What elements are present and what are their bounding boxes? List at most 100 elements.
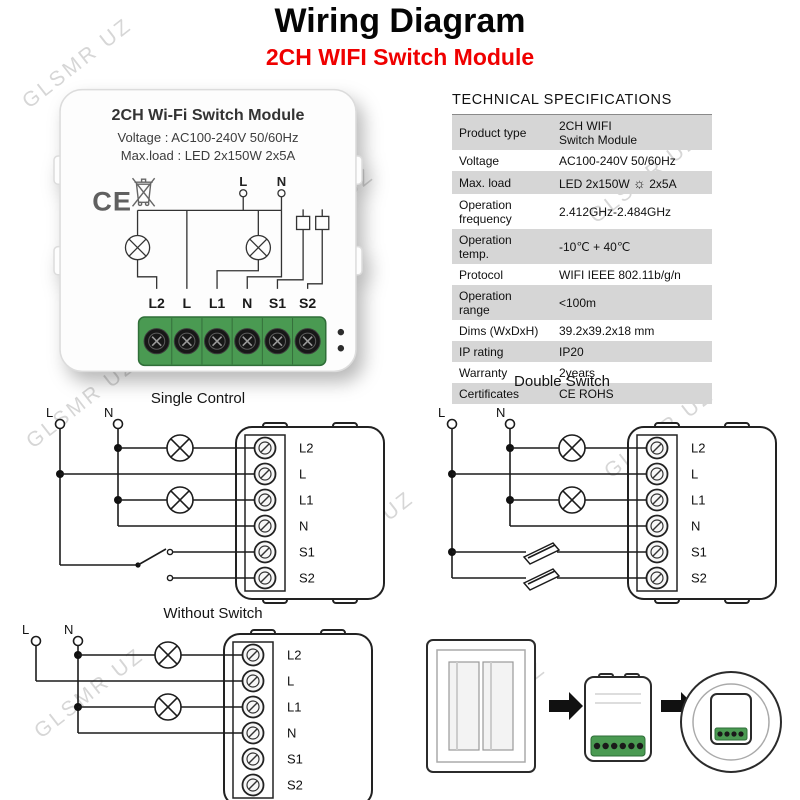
spec-label: Certificates: [459, 386, 520, 401]
spec-value: LED 2x150W ☼ 2x5A: [559, 174, 677, 191]
rocker-switch-icon: [522, 568, 561, 591]
spec-label: Voltage: [459, 153, 500, 168]
device-terminal-label: N: [242, 295, 252, 311]
specs-table: Product type 2CH WIFI Switch Module Volta…: [452, 114, 712, 404]
screw-terminal-icon: [203, 328, 231, 355]
device-terminal-label: L1: [209, 295, 226, 311]
spec-value: CE ROHS: [559, 386, 614, 401]
spec-value: AC100-240V 50/60Hz: [559, 153, 676, 168]
arrow-right-icon: [549, 692, 583, 720]
spec-label: Operation frequency: [459, 197, 512, 226]
device-max-load: Max.load : LED 2x150W 2x5A: [121, 148, 296, 163]
spec-row: Voltage AC100-240V 50/60Hz: [452, 150, 712, 171]
page-title: Wiring Diagram: [274, 2, 526, 40]
device-voltage: Voltage : AC100-240V 50/60Hz: [117, 130, 298, 145]
device-terminal-label: S2: [299, 295, 316, 311]
device-terminal-label: S1: [269, 295, 286, 311]
lamp-icon: [166, 434, 194, 462]
spec-row: Product type 2CH WIFI Switch Module: [452, 114, 712, 150]
specs-title: TECHNICAL SPECIFICATIONS: [452, 92, 672, 108]
rocker-button: [448, 661, 480, 751]
spec-value: WIFI IEEE 802.11b/g/n: [559, 267, 681, 282]
device-name: 2CH Wi-Fi Switch Module: [112, 106, 305, 124]
lamp-icon: [154, 693, 182, 721]
spec-row: Operation range <100m: [452, 285, 712, 320]
device-terminal-n-label: N: [277, 174, 286, 189]
round-box-illustration: [680, 671, 782, 773]
lamp-icon: [166, 486, 194, 514]
spec-label: Protocol: [459, 267, 504, 282]
section-label-single-control: Single Control: [150, 390, 246, 407]
spec-row: Operation temp. -10℃ + 40℃: [452, 229, 712, 264]
section-label-double-switch: Double Switch: [514, 373, 610, 390]
spec-label: Max. load: [459, 175, 512, 190]
spec-label: Product type: [459, 125, 527, 140]
wall-switch-illustration: [426, 639, 536, 773]
lamp-icon: [154, 641, 182, 669]
screw-terminal-icon: [234, 328, 261, 355]
switch-module: [235, 422, 385, 604]
section-label-without-switch: Without Switch: [163, 605, 263, 622]
screw-terminal-icon: [294, 328, 321, 355]
spec-row: IP rating IP20: [452, 341, 712, 362]
switch-module: [627, 422, 777, 604]
wire-terminal-node: [112, 418, 124, 430]
wire-terminal-node: [504, 418, 516, 430]
specs-panel: TECHNICAL SPECIFICATIONS Product type 2CH…: [452, 92, 712, 404]
wire-terminal-node: [72, 635, 84, 647]
spec-row: Dims (WxDxH) 39.2x39.2x18 mm: [452, 320, 712, 341]
spec-value: IP20: [559, 344, 584, 359]
wire-label-n: N: [496, 405, 505, 420]
wiring-diagram-without-switch: L N: [22, 622, 373, 800]
switch-module: [223, 629, 373, 800]
device-terminal-l-label: L: [239, 174, 247, 189]
spec-row: Max. load LED 2x150W ☼ 2x5A: [452, 171, 712, 194]
wire-label-n: N: [64, 622, 73, 637]
wire-label-l: L: [22, 622, 29, 637]
wire-label-n: N: [104, 405, 113, 420]
spec-row: Warranty 2years: [452, 362, 712, 383]
wire-terminal-node: [446, 418, 458, 430]
installation-illustration: [426, 639, 782, 773]
wire-label-l: L: [438, 405, 445, 420]
rocker-switch-icon: [522, 542, 561, 565]
spec-value: 39.2x39.2x18 mm: [559, 323, 655, 338]
lamp-icon: [558, 434, 586, 462]
mini-module-illustration: [584, 673, 652, 762]
wiring-diagram-double-switch: L N: [438, 405, 777, 604]
switch-icon: [60, 548, 174, 582]
screw-terminal-icon: [264, 328, 291, 355]
screw-terminal-icon: [143, 328, 170, 355]
wiring-diagram-single-control: L N: [46, 405, 385, 604]
spec-label: IP rating: [459, 344, 504, 359]
spec-value: 2.412GHz-2.484GHz: [559, 204, 672, 219]
spec-value: 2CH WIFI Switch Module: [559, 118, 638, 147]
ce-mark: CE: [92, 185, 132, 216]
brightness-icon: ☼: [633, 174, 646, 191]
rocker-button: [482, 661, 514, 751]
device-schematic: L N: [124, 174, 330, 289]
spec-value: -10℃ + 40℃: [559, 239, 631, 254]
wire-label-l: L: [46, 405, 53, 420]
spec-label: Operation range: [459, 288, 512, 317]
device-terminal-label: L2: [148, 295, 165, 311]
lamp-icon: [558, 486, 586, 514]
screw-terminal-icon: [173, 328, 200, 355]
spec-row: Certificates CE ROHS: [452, 383, 712, 404]
weee-icon: [131, 177, 156, 207]
spec-label: Dims (WxDxH): [459, 323, 539, 338]
spec-value: <100m: [559, 295, 597, 310]
product-image: 2CH Wi-Fi Switch Module Voltage : AC100-…: [52, 86, 364, 376]
spec-row: Operation frequency 2.412GHz-2.484GHz: [452, 194, 712, 229]
wire-terminal-node: [54, 418, 66, 430]
terminal-block: [137, 316, 327, 367]
spec-row: Protocol WIFI IEEE 802.11b/g/n: [452, 264, 712, 285]
indicator-dot: [337, 328, 345, 336]
wire-terminal-node: [30, 635, 42, 647]
spec-label: Operation temp.: [459, 232, 512, 261]
spec-label: Warranty: [459, 365, 508, 380]
page-subtitle: 2CH WIFI Switch Module: [265, 44, 535, 70]
device-terminal-label: L: [183, 295, 192, 311]
spec-value: 2years: [559, 365, 596, 380]
